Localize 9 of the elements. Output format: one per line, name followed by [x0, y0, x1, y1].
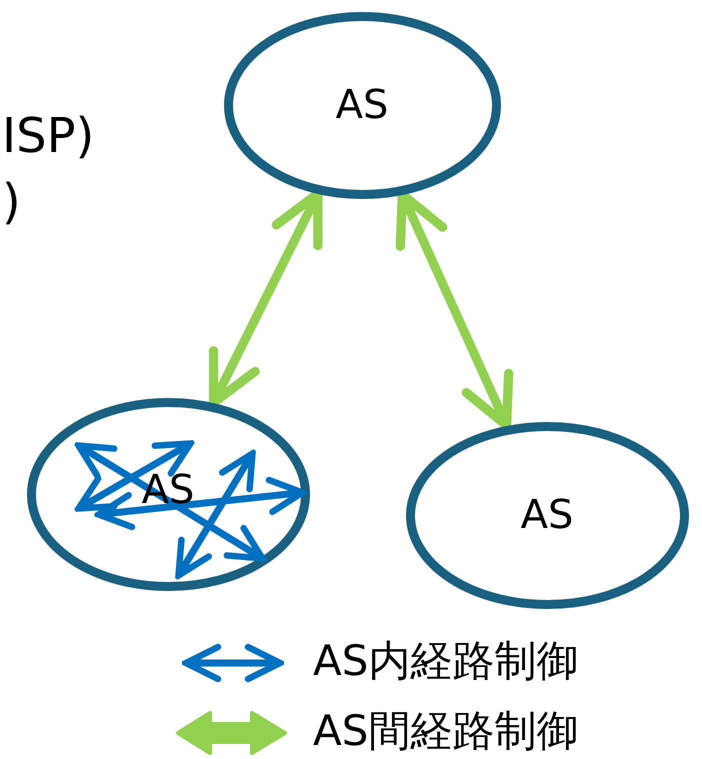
- legend-label: AS内経路制御: [313, 635, 578, 687]
- cut-off-text: ): [2, 174, 21, 230]
- as-ellipse: [26, 398, 310, 590]
- node-label: AS: [520, 492, 574, 538]
- node-label: AS: [336, 82, 388, 128]
- cut-off-text: ISP): [2, 108, 94, 164]
- as-ellipse: [406, 422, 688, 608]
- legend-label: AS間経路制御: [313, 705, 578, 757]
- as-ellipse: [224, 12, 500, 198]
